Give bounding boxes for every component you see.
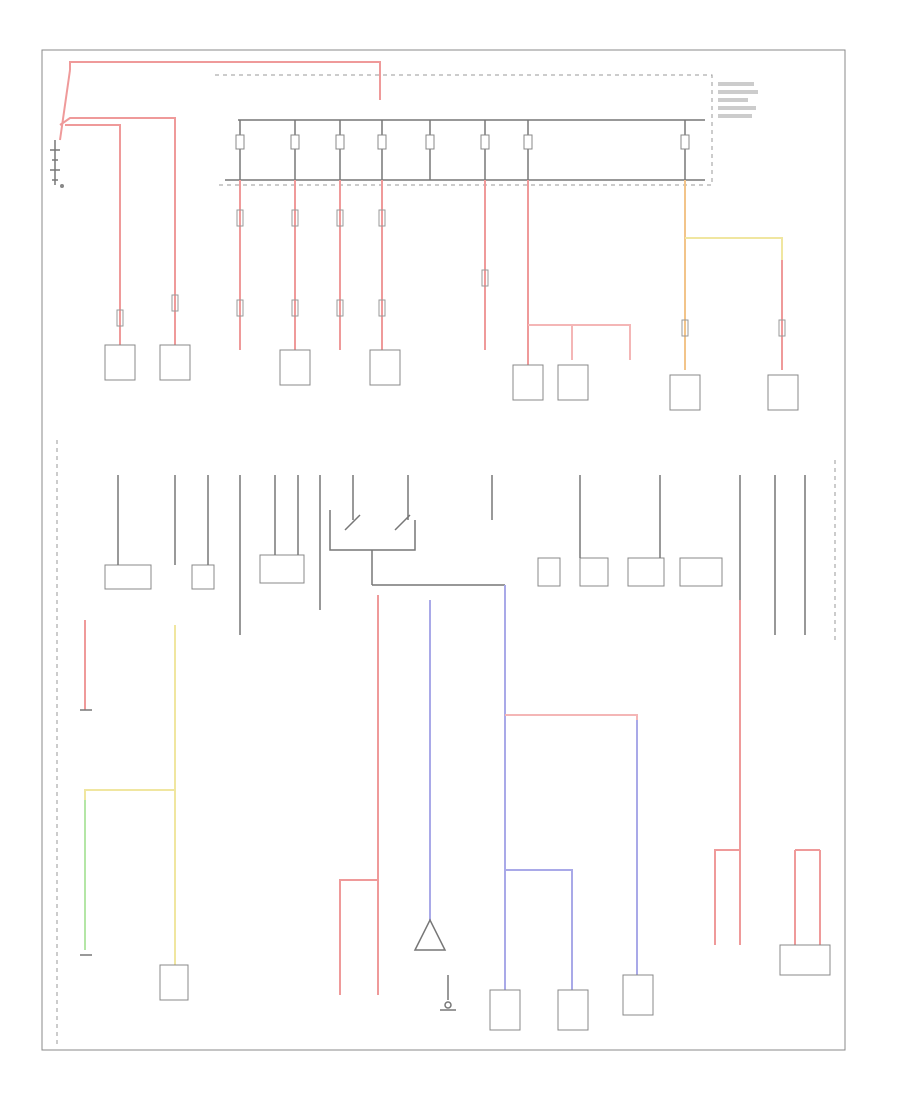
fuse-icon [523, 120, 533, 180]
wire [505, 869, 573, 990]
relay-icon [627, 557, 665, 587]
fuse-icon [480, 120, 490, 180]
module-box [369, 349, 401, 386]
feed-lines [117, 475, 806, 635]
wire [714, 600, 741, 945]
starter-box [104, 344, 136, 381]
relay-icon [259, 554, 305, 584]
relay-icon [579, 557, 609, 587]
starter-feed-wire [65, 124, 121, 345]
connector-markers [116, 209, 786, 337]
fuse-row [235, 120, 690, 180]
battery-icon [50, 140, 64, 188]
module-box [557, 364, 589, 401]
fuse-icon [377, 120, 387, 180]
fuse-block-outline [215, 74, 713, 186]
module-box [159, 964, 189, 1001]
fuse-icon [425, 120, 435, 180]
diode-icon [413, 918, 447, 951]
fuse-icon [335, 120, 345, 180]
battery-main-feed-wire [69, 61, 381, 100]
relay-icon [191, 564, 215, 590]
fuse-icon [235, 120, 245, 180]
fuse-block-label [718, 82, 758, 118]
fuse-icon [290, 120, 300, 180]
switch-assembly [329, 510, 505, 586]
relay-icon [104, 564, 152, 590]
wire [339, 879, 378, 995]
switch-contact-icon [344, 514, 361, 531]
module-box [557, 989, 589, 1031]
module-box [512, 364, 544, 401]
connector-box [779, 944, 831, 976]
module-box [279, 349, 311, 386]
relay-icon [537, 557, 561, 587]
switch-contact-icon [394, 514, 411, 531]
generator-box [159, 344, 191, 381]
relay-icon [679, 557, 723, 587]
top-section [50, 61, 799, 411]
battery-feed-wire [59, 69, 71, 141]
bottom-section [56, 440, 836, 1045]
ground-icon [444, 1001, 452, 1009]
module-box [669, 374, 701, 411]
fuse-icon [680, 120, 690, 180]
wire [794, 849, 821, 945]
generator-feed-wire [59, 117, 176, 345]
wire [528, 324, 631, 360]
relay-row [104, 554, 723, 590]
module-box [622, 974, 654, 1016]
wire [685, 237, 783, 370]
module-box [767, 374, 799, 411]
wire [84, 789, 175, 950]
diagram-frame [41, 49, 846, 1051]
module-box [489, 989, 521, 1031]
